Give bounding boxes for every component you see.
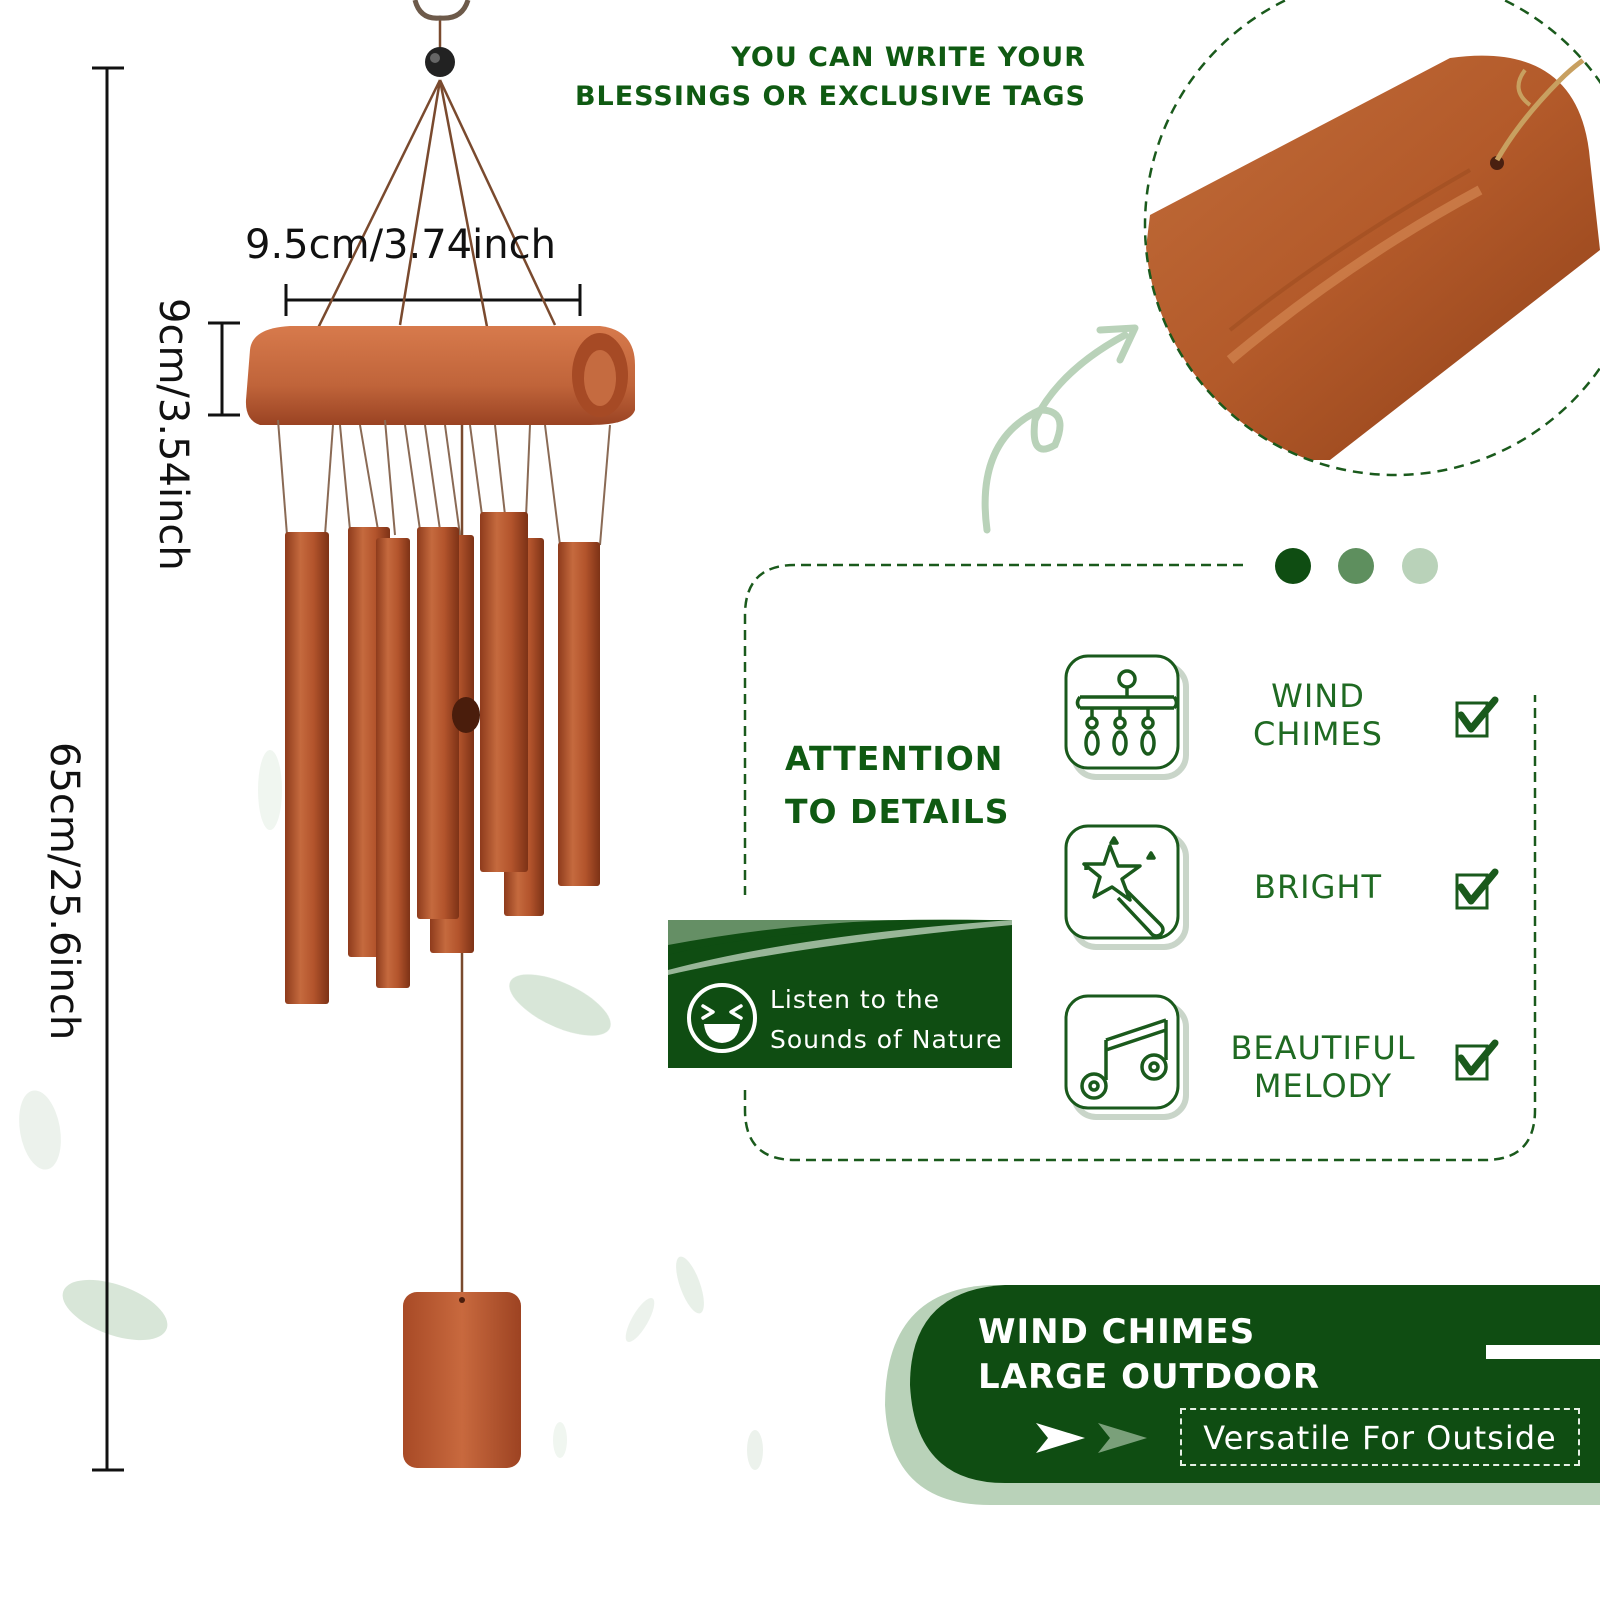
music-note-icon: [1080, 1018, 1168, 1100]
top-height-dimension: 9cm/3.54inch: [150, 298, 196, 571]
feature-label-wind-chimes: WIND CHIMES: [1253, 677, 1383, 753]
width-dimension: 9.5cm/3.74inch: [245, 222, 556, 268]
total-length-dimension: 65cm/25.6inch: [41, 742, 87, 1041]
leaf-decoration: [19, 750, 763, 1470]
zoom-detail-image: [1143, 0, 1600, 477]
arrow-right-icon: [1098, 1423, 1147, 1453]
chime-tubes: [285, 512, 600, 1004]
feature-label-bright: BRIGHT: [1253, 868, 1383, 906]
custom-tag-note: YOU CAN WRITE YOUR BLESSINGS OR EXCLUSIV…: [574, 42, 1086, 112]
dot-light: [1402, 548, 1438, 584]
bead: [425, 47, 455, 77]
check-icons: [1455, 701, 1489, 1081]
arrow-icon: [981, 331, 1129, 534]
feature-frame: [743, 563, 1243, 895]
magic-wand-icon: [1082, 836, 1165, 938]
dimension-lines: [92, 66, 582, 1472]
banner-title: WIND CHIMES LARGE OUTDOOR: [978, 1312, 1321, 1397]
chime-top: [245, 326, 635, 425]
arrow-right-icon: [1036, 1423, 1085, 1453]
dot-dark: [1275, 548, 1311, 584]
check-ticks: [1457, 696, 1499, 1076]
bottom-banner: [885, 1285, 1600, 1505]
wind-chime-icon: [1075, 669, 1179, 756]
feature-label-melody: BEAUTIFUL MELODY: [1230, 1029, 1416, 1105]
listen-tag: [668, 919, 1012, 1068]
laughing-face-icon: [687, 983, 757, 1053]
clapper: [452, 697, 480, 733]
banner-subtitle: Versatile For Outside: [1180, 1408, 1580, 1466]
listen-tag-text: Listen to the Sounds of Nature: [770, 985, 1003, 1054]
hook-icon: [412, 0, 471, 21]
tube-wires: [277, 419, 611, 546]
dot-mid: [1338, 548, 1374, 584]
wind-sail: [403, 1292, 521, 1468]
attention-heading: ATTENTION TO DETAILS: [785, 739, 1010, 831]
